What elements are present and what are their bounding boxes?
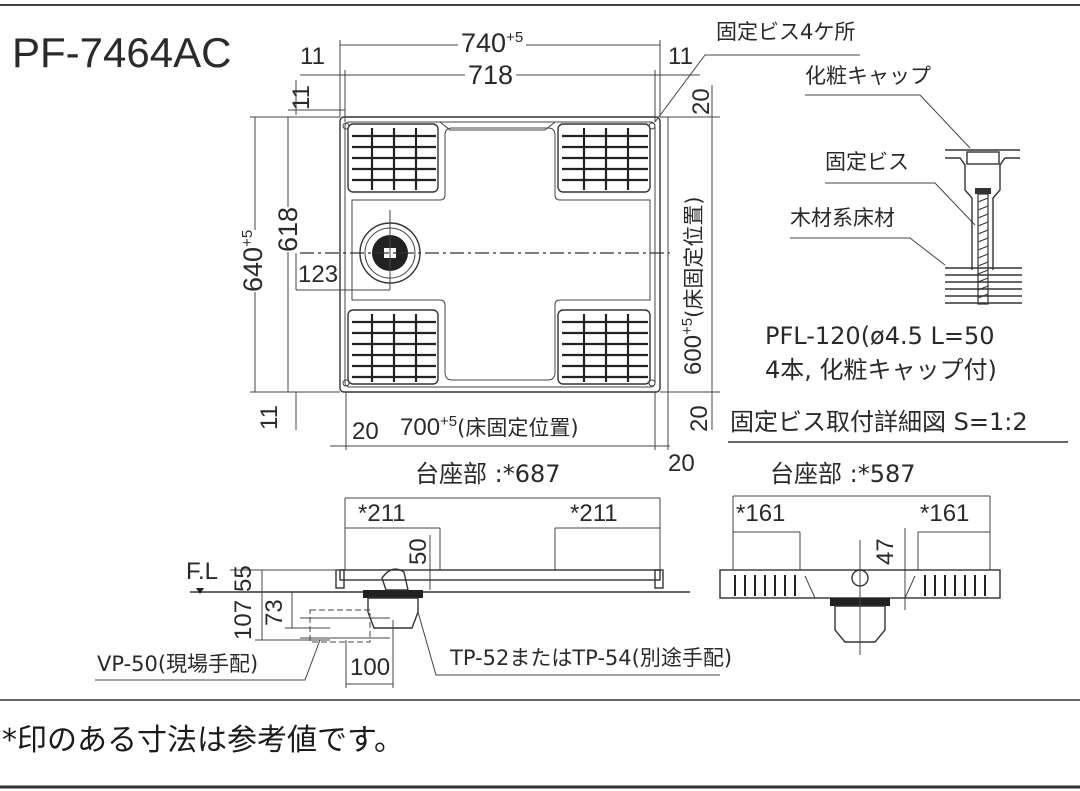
front-section-drawing — [95, 497, 720, 688]
part-number-line2: 4本, 化粧キャップ付) — [765, 356, 997, 384]
floor-fix-depth-dim: 600+5(床固定位置) — [679, 196, 707, 375]
height-50-dim: 50 — [405, 538, 432, 565]
cap-label: 化粧キャップ — [805, 64, 931, 88]
top-right-20-dim: 20 — [688, 88, 715, 115]
inner-width-dim: 718 — [465, 62, 517, 89]
front-left-span-dim: *211 — [358, 500, 406, 527]
height-55-dim: 55 — [230, 565, 257, 592]
grid-pad-tr — [557, 123, 651, 193]
front-right-span-dim: *211 — [570, 500, 618, 527]
grid-pad-tl — [347, 123, 439, 193]
detail-caption: 固定ビス取付詳細図 S=1:2 — [730, 408, 1028, 436]
width-100-dim: 100 — [350, 654, 391, 681]
part-number-line1: PFL-120(ø4.5 L=50 — [765, 322, 995, 350]
screw-detail-drawing — [728, 94, 1068, 443]
overall-depth-dim: 640+5 — [238, 229, 268, 292]
model-title: PF-7464AC — [12, 29, 232, 76]
right-offset-dim: 11 — [668, 43, 693, 70]
screw-4-places-label: 固定ビス4ケ所 — [716, 20, 856, 44]
pipe-label: VP-50(現場手配) — [97, 652, 259, 676]
bottom-offset-dim: 11 — [256, 405, 283, 430]
drain-offset-dim: 123 — [298, 261, 339, 288]
plan-view — [250, 40, 860, 450]
height-73-dim: 73 — [261, 599, 288, 626]
drain-icon — [359, 210, 421, 290]
grid-pad-br — [557, 309, 651, 385]
floor-fix-right-20-dim: 20 — [668, 450, 695, 477]
height-47-dim: 47 — [872, 538, 899, 565]
left-offset-dim: 11 — [300, 43, 325, 70]
fixing-screw-label: 固定ビス — [825, 150, 909, 174]
side-right-span-dim: *161 — [920, 500, 970, 527]
side-left-span-dim: *161 — [736, 500, 786, 527]
wood-floor-label: 木材系床材 — [790, 206, 895, 230]
top-vertical-offset-dim: 11 — [288, 85, 315, 110]
floor-fix-left-dim: 20 — [352, 418, 379, 445]
height-107-dim: 107 — [230, 599, 257, 640]
inner-depth-dim: 618 — [273, 206, 303, 252]
floor-fix-width-dim: 700+5(床固定位置) — [400, 413, 579, 441]
grid-pad-bl — [347, 309, 439, 385]
floor-level-label: F.L — [186, 558, 219, 585]
trap-label: TP-52またはTP-54(別途手配) — [450, 646, 733, 670]
front-base-label: 台座部 :*687 — [415, 460, 561, 488]
footnote: *印のある寸法は参考値です。 — [2, 723, 404, 758]
side-section-drawing — [719, 495, 1001, 655]
overall-width-dim: 740+5 — [458, 30, 527, 57]
bottom-right-20-dim: 20 — [686, 405, 713, 432]
side-base-label: 台座部 :*587 — [770, 460, 916, 488]
